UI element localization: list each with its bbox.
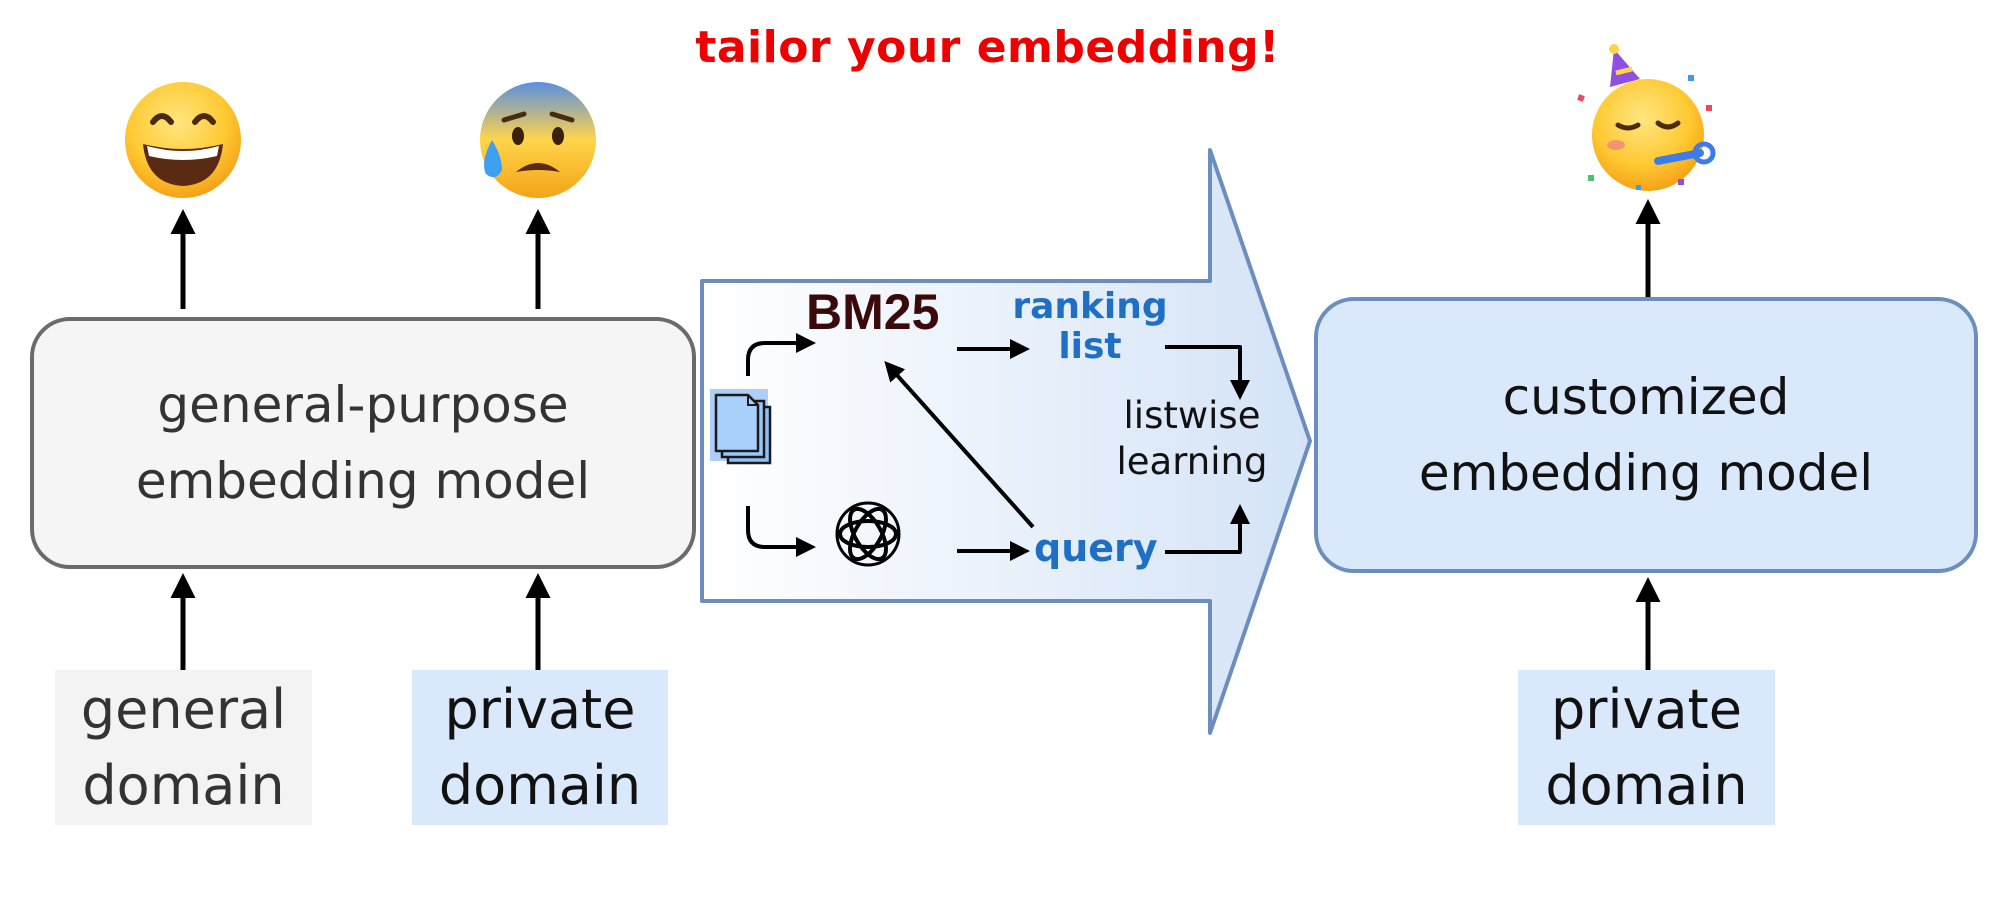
arrow-query-to-listwise [1165,504,1250,554]
arrow-docs-to-bm25 [746,333,816,376]
listwise-learning-label: listwise learning [1112,393,1272,485]
private-domain-box-right: private domain [1518,670,1775,825]
general-model-label-line1: general-purpose [157,376,569,434]
openai-logo-icon [835,501,901,567]
documents-icon [710,389,772,465]
general-domain-line2: domain [82,753,285,817]
general-model-label-line2: embedding model [135,452,591,510]
customized-model-box: customized embedding model [1314,297,1978,573]
general-purpose-model-box: general-purpose embedding model [30,317,696,569]
custom-model-label-line1: customized [1502,368,1790,426]
listwise-learning-line2: learning [1116,440,1268,483]
partying-face-emoji [1577,44,1716,191]
query-label: query [1034,526,1158,570]
anxious-face-with-sweat-emoji [480,82,596,198]
arrow-ranking-to-listwise [1165,345,1250,400]
private-domain-left-line2: domain [438,753,642,817]
diagram-title: tailor your embedding! [695,22,1280,73]
custom-model-label-line2: embedding model [1418,444,1874,502]
general-domain-box: general domain [55,670,312,825]
ranking-list-line1: ranking [1012,286,1168,327]
private-domain-right-line1: private [1551,677,1742,741]
private-domain-box-left: private domain [412,670,668,825]
arrow-docs-to-llm [746,506,816,557]
grinning-face-emoji [125,82,241,198]
private-domain-left-line1: private [444,677,636,741]
ranking-list-label: ranking list [1010,287,1170,367]
listwise-learning-line1: listwise [1123,394,1261,437]
process-arrow-shape [700,148,1312,735]
ranking-list-line2: list [1058,326,1122,367]
general-domain-line1: general [80,677,287,741]
bm25-label: BM25 [806,284,940,340]
private-domain-right-line2: domain [1545,753,1748,817]
arrow-query-to-bm25 [884,361,1035,529]
